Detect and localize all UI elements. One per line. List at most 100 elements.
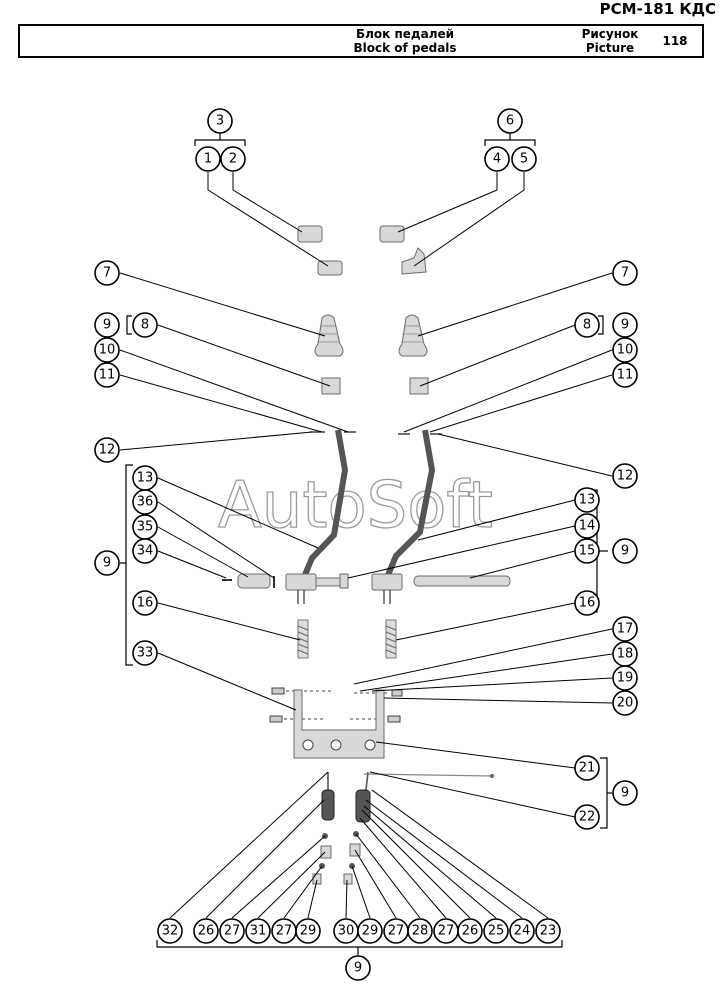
- svg-text:6: 6: [506, 114, 514, 129]
- title-ru: Блок педалей: [355, 27, 455, 41]
- svg-text:8: 8: [141, 318, 149, 333]
- svg-text:9: 9: [354, 961, 362, 976]
- pedal-bracket: [293, 689, 385, 759]
- svg-text:23: 23: [540, 924, 557, 939]
- svg-text:31: 31: [250, 924, 267, 939]
- svg-text:11: 11: [617, 368, 634, 383]
- svg-text:34: 34: [137, 544, 154, 559]
- svg-text:16: 16: [137, 596, 154, 611]
- callout-9-bottom: 9: [345, 955, 371, 981]
- svg-text:12: 12: [99, 443, 116, 458]
- callout-8-right: 8: [574, 312, 600, 338]
- svg-text:16: 16: [579, 596, 596, 611]
- callout-26-b: 26: [457, 918, 483, 944]
- callout-27-d: 27: [433, 918, 459, 944]
- callout-7-left: 7: [94, 260, 120, 286]
- callout-16-right: 16: [574, 590, 600, 616]
- callout-8-left: 8: [132, 312, 158, 338]
- pedal-arm-left: [299, 429, 349, 584]
- shaft-stub: [315, 577, 341, 587]
- callout-9-c: 9: [94, 550, 120, 576]
- bushing-left: [237, 573, 271, 589]
- svg-text:19: 19: [617, 671, 634, 686]
- svg-text:7: 7: [103, 266, 111, 281]
- callout-7-right: 7: [612, 260, 638, 286]
- callout-35: 35: [132, 514, 158, 540]
- callout-26-a: 26: [193, 918, 219, 944]
- callout-12-right: 12: [612, 463, 638, 489]
- callout-13-left: 13: [132, 465, 158, 491]
- callout-17: 17: [612, 616, 638, 642]
- callout-25: 25: [483, 918, 509, 944]
- svg-text:9: 9: [621, 318, 629, 333]
- callout-22: 22: [574, 804, 600, 830]
- svg-text:26: 26: [462, 924, 479, 939]
- svg-text:18: 18: [617, 647, 634, 662]
- callout-29-b: 29: [357, 918, 383, 944]
- pedal-hub-right: [371, 573, 403, 591]
- return-spring-left: [297, 619, 309, 659]
- svg-text:8: 8: [583, 318, 591, 333]
- callout-27-a: 27: [219, 918, 245, 944]
- svg-text:22: 22: [579, 810, 596, 825]
- callout-9-e: 9: [612, 780, 638, 806]
- callout-13-right: 13: [574, 487, 600, 513]
- svg-text:2: 2: [229, 152, 237, 167]
- callout-23: 23: [535, 918, 561, 944]
- callout-24: 24: [509, 918, 535, 944]
- svg-text:13: 13: [579, 493, 596, 508]
- callout-11-right: 11: [612, 362, 638, 388]
- callout-31: 31: [245, 918, 271, 944]
- callout-4: 4: [484, 146, 510, 172]
- pedal-shaft: [413, 575, 511, 587]
- model-code: РСМ-181 КДС: [599, 0, 716, 18]
- svg-text:20: 20: [617, 696, 634, 711]
- pedal-pad-right-upper: [379, 225, 405, 243]
- callout-16-left: 16: [132, 590, 158, 616]
- svg-text:33: 33: [137, 646, 154, 661]
- figure-label: Рисунок Picture: [575, 27, 645, 55]
- svg-text:10: 10: [617, 343, 634, 358]
- svg-text:27: 27: [276, 924, 293, 939]
- fork-rod-right: [343, 771, 371, 885]
- svg-text:28: 28: [412, 924, 429, 939]
- svg-text:12: 12: [617, 469, 634, 484]
- callout-10-right: 10: [612, 337, 638, 363]
- svg-text:21: 21: [579, 761, 596, 776]
- callout-29-a: 29: [295, 918, 321, 944]
- svg-text:9: 9: [621, 544, 629, 559]
- callout-11-left: 11: [94, 362, 120, 388]
- title-en: Block of pedals: [353, 41, 457, 55]
- pedal-pad-left-lower: [317, 260, 343, 276]
- drawing-title: Блок педалей Block of pedals: [260, 27, 550, 55]
- callout-5: 5: [511, 146, 537, 172]
- callout-10-left: 10: [94, 337, 120, 363]
- svg-text:15: 15: [579, 544, 596, 559]
- callout-20: 20: [612, 690, 638, 716]
- callout-27-b: 27: [271, 918, 297, 944]
- callout-18: 18: [612, 641, 638, 667]
- callout-36: 36: [132, 489, 158, 515]
- callout-9-b: 9: [612, 312, 638, 338]
- figure-label-en: Picture: [585, 41, 635, 55]
- svg-text:4: 4: [493, 152, 501, 167]
- figure-number: 118: [662, 34, 688, 48]
- figure-label-ru: Рисунок: [581, 27, 639, 41]
- callout-9-a: 9: [94, 312, 120, 338]
- callout-28: 28: [407, 918, 433, 944]
- title-block: Блок педалей Block of pedals Рисунок Pic…: [18, 24, 704, 58]
- svg-text:13: 13: [137, 471, 154, 486]
- svg-text:27: 27: [224, 924, 241, 939]
- grouping-brackets: [120, 133, 612, 955]
- plate-right: [409, 377, 429, 395]
- svg-text:36: 36: [137, 495, 154, 510]
- svg-text:9: 9: [103, 556, 111, 571]
- svg-text:9: 9: [103, 318, 111, 333]
- callout-9-d: 9: [612, 538, 638, 564]
- svg-text:5: 5: [520, 152, 528, 167]
- pedal-arm-right: [382, 429, 436, 584]
- callout-1: 1: [195, 146, 221, 172]
- svg-text:35: 35: [137, 520, 154, 535]
- callout-6: 6: [497, 108, 523, 134]
- watermark-text: AutoSoft: [218, 469, 493, 543]
